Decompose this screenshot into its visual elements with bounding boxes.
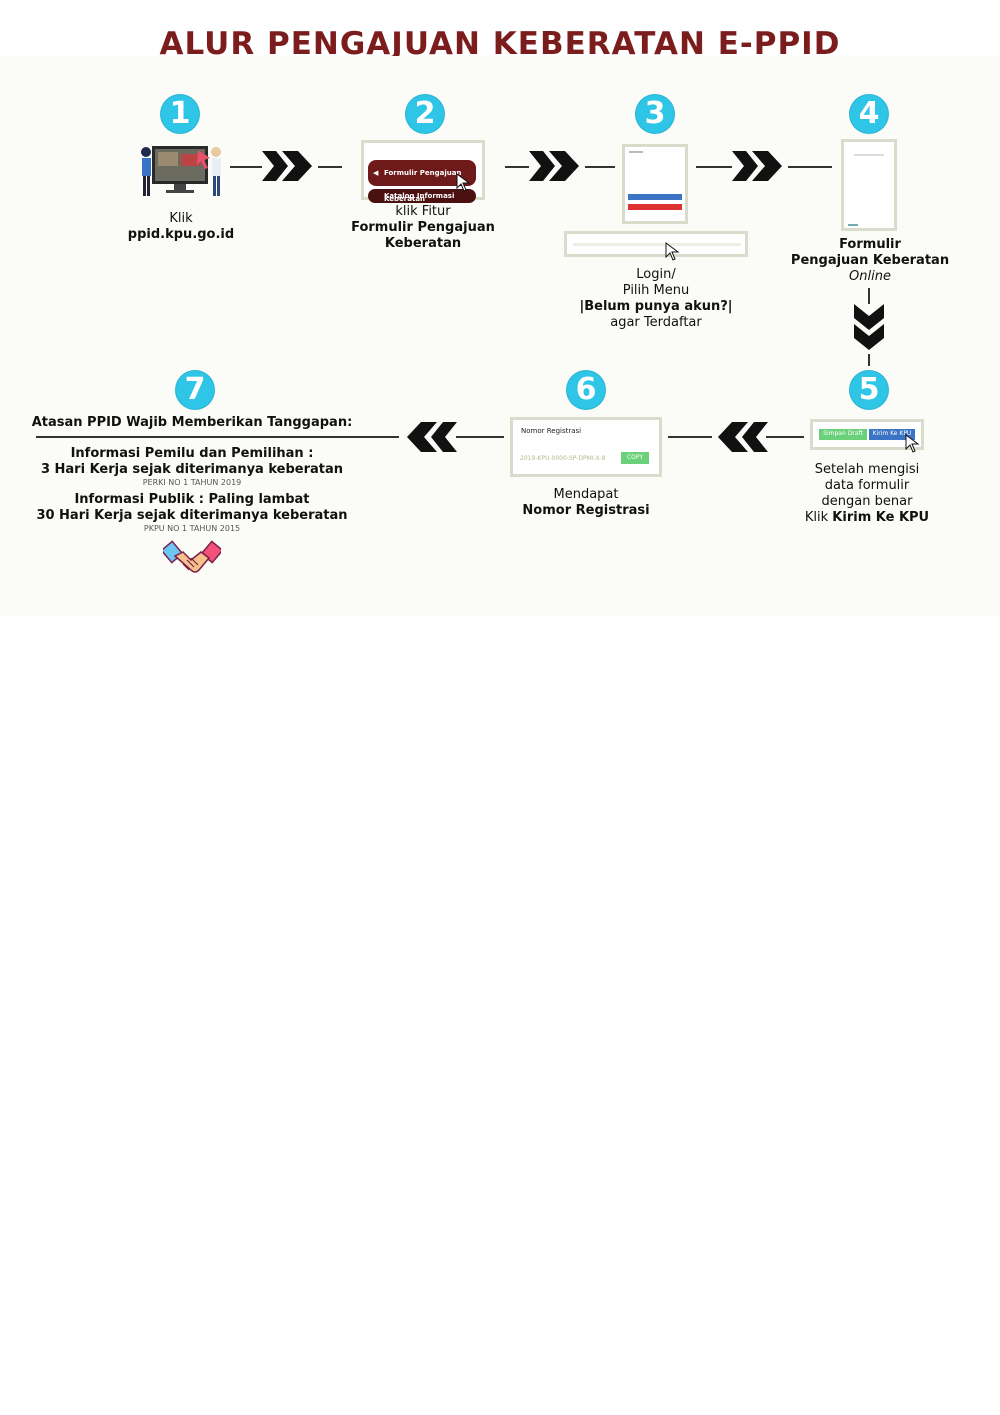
step-2-line3: Keberatan — [384, 236, 462, 251]
step-1-text: Klik ppid.kpu.go.id — [101, 211, 261, 243]
step-7-heading: Atasan PPID Wajib Memberikan Tanggapan: — [31, 415, 353, 430]
connector-line — [696, 166, 732, 168]
menu-katalog-informasi[interactable]: Katalog Informasi — [368, 189, 476, 203]
cursor-icon — [665, 242, 681, 266]
connector-line — [456, 436, 504, 438]
step-7-info-1: Informasi Pemilu dan Pemilihan : 3 Hari … — [32, 446, 352, 488]
register-link-text — [573, 243, 741, 246]
divider — [36, 436, 399, 438]
step-5-badge: 5 — [850, 371, 888, 409]
step-2-line1: klik Fitur — [395, 204, 451, 219]
step-5-text: Setelah mengisi data formulir dengan ben… — [777, 462, 957, 526]
step-4-badge: 4 — [850, 95, 888, 133]
connector-line — [668, 436, 712, 438]
step-1-line1: Klik — [169, 211, 193, 226]
save-draft-button[interactable]: Simpan Draft — [819, 429, 867, 440]
step-3-line1: Login/ — [636, 267, 676, 282]
feature-menu-screenshot: Formulir Pengajuan Keberatan ◀ Katalog I… — [361, 140, 485, 203]
handshake-icon — [160, 538, 224, 584]
step-5-line4-bold: Kirim Ke KPU — [832, 510, 930, 525]
chevron-right-icon — [262, 151, 314, 181]
step-3-badge: 3 — [636, 95, 674, 133]
connector-line — [318, 166, 342, 168]
online-form-screenshot — [841, 139, 897, 231]
registration-value: 2019-KPU-0000-SP-DPMI-X-8 — [520, 455, 606, 462]
login-heading — [629, 151, 643, 153]
menu-label: Formulir Pengajuan Keberatan — [384, 169, 462, 203]
info-1-title: Informasi Pemilu dan Pemilihan : — [70, 446, 314, 461]
copy-button[interactable]: COPY — [621, 452, 649, 464]
step-4-line3: Online — [849, 269, 891, 284]
computer-user-illustration — [138, 140, 228, 200]
form-line — [854, 154, 884, 156]
step-3-text: Login/ Pilih Menu |Belum punya akun?| ag… — [556, 267, 756, 331]
login-form-screenshot — [622, 144, 688, 224]
step-2-text: klik Fitur Formulir Pengajuan Keberatan — [343, 204, 503, 252]
chevron-left-icon — [716, 422, 768, 452]
register-link-bar[interactable] — [564, 231, 748, 261]
info-1-reference: PERKI NO 1 TAHUN 2019 — [142, 478, 242, 487]
connector-line — [868, 354, 870, 366]
form-line — [848, 224, 858, 226]
step-4-line2: Pengajuan Keberatan — [790, 253, 950, 268]
connector-line — [230, 166, 262, 168]
step-3-line4: agar Terdaftar — [610, 315, 702, 330]
step-2-badge: 2 — [406, 95, 444, 133]
menu-label: Katalog Informasi — [384, 192, 454, 200]
google-login-button[interactable] — [628, 204, 682, 210]
registration-number-screenshot: Nomor Registrasi 2019-KPU-0000-SP-DPMI-X… — [510, 417, 662, 477]
step-1-link[interactable]: ppid.kpu.go.id — [127, 227, 235, 242]
step-5-line2: data formulir — [824, 478, 910, 493]
connector-line — [788, 166, 832, 168]
chevron-left-icon — [405, 422, 457, 452]
step-6-line2: Nomor Registrasi — [522, 503, 650, 518]
cursor-icon — [905, 434, 921, 458]
step-3-line2: Pilih Menu — [622, 283, 690, 298]
connector-line — [505, 166, 529, 168]
registration-label: Nomor Registrasi — [521, 427, 582, 435]
info-2-reference: PKPU NO 1 TAHUN 2015 — [143, 524, 241, 533]
step-4-text: Formulir Pengajuan Keberatan Online — [780, 237, 960, 285]
step-5-line3: dengan benar — [821, 494, 913, 509]
connector-line — [868, 288, 870, 304]
chevron-right-icon — [529, 151, 581, 181]
connector-line — [766, 436, 804, 438]
info-2-title: Informasi Publik : Paling lambat — [74, 492, 310, 507]
step-3-line3: |Belum punya akun?| — [579, 299, 733, 314]
step-6-line1: Mendapat — [553, 487, 619, 502]
send-to-kpu-button[interactable]: Kirim Ke KPU — [869, 429, 915, 440]
chevron-down-icon — [854, 304, 884, 352]
step-6-badge: 6 — [567, 371, 605, 409]
step-5-line4: Klik Kirim Ke KPU — [777, 510, 957, 526]
step-1-badge: 1 — [161, 95, 199, 133]
step-5-line4-prefix: Klik — [804, 510, 833, 525]
step-7-info-2: Informasi Publik : Paling lambat 30 Hari… — [32, 492, 352, 534]
step-2-line2: Formulir Pengajuan — [351, 220, 495, 235]
submit-buttons-screenshot: Simpan Draft Kirim Ke KPU — [810, 419, 924, 453]
chevron-right-icon — [732, 151, 784, 181]
step-7-badge: 7 — [176, 371, 214, 409]
info-2-detail: 30 Hari Kerja sejak diterimanya keberata… — [36, 508, 348, 523]
login-button[interactable] — [628, 194, 682, 200]
step-4-line1: Formulir — [839, 237, 901, 252]
connector-line — [585, 166, 615, 168]
megaphone-icon: ◀ — [373, 169, 379, 177]
step-6-text: Mendapat Nomor Registrasi — [496, 487, 676, 519]
info-1-detail: 3 Hari Kerja sejak diterimanya keberatan — [40, 462, 344, 477]
step-5-line1: Setelah mengisi — [814, 462, 920, 477]
cursor-icon — [456, 173, 472, 197]
